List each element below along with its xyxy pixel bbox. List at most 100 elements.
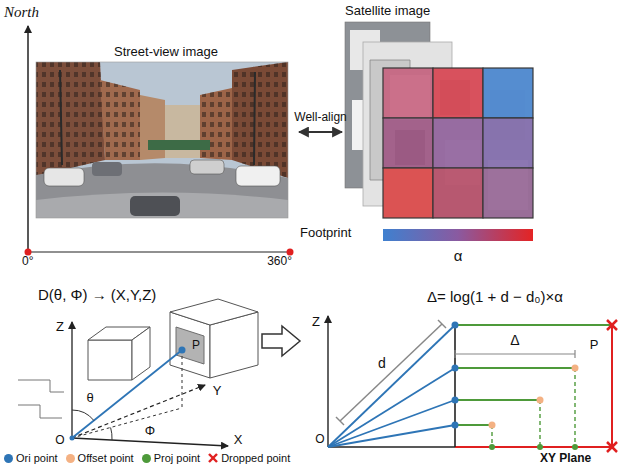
wall-line (454, 325, 456, 447)
axis-line (28, 251, 290, 252)
offset-label: Δ (510, 333, 519, 348)
footprint-label: Footprint (300, 226, 351, 240)
north-axis (25, 26, 294, 256)
fire-escape (60, 70, 62, 165)
offset-point (489, 422, 496, 429)
grid-cell (433, 68, 483, 118)
legend-entry: Ori point (4, 451, 58, 465)
offset-line (455, 399, 540, 401)
plane-label: XY Plane (540, 452, 591, 465)
ori-point (179, 347, 186, 354)
distance-label: d (378, 356, 386, 371)
cross-stroke (209, 454, 217, 462)
panel-heading: Street-view image (36, 44, 296, 60)
building (36, 62, 105, 176)
offset-point (572, 365, 579, 372)
angle-symbol: θ (86, 391, 93, 405)
grid-cell (483, 68, 533, 118)
axis-line (72, 385, 205, 438)
connector-label: Well-align (294, 110, 346, 124)
building (140, 95, 165, 160)
offset-bracket (574, 350, 575, 358)
satellite-stack (345, 22, 533, 241)
projection-line (574, 368, 575, 447)
legend-text: Ori point (16, 451, 58, 465)
angle-label: 360° (267, 255, 292, 268)
angle-label: 0° (22, 255, 33, 268)
building-windows (36, 62, 105, 176)
ori-point (452, 397, 459, 404)
alpha-label: α (454, 248, 463, 265)
cross-stroke (607, 320, 617, 330)
grid-cell (383, 68, 433, 118)
road (36, 163, 288, 218)
floor-outline (18, 380, 64, 392)
axis-label: Z (56, 320, 64, 334)
footprint-shape (370, 60, 440, 180)
proj-point (572, 444, 578, 450)
offset-plot (328, 316, 617, 452)
axis-line (71, 322, 72, 438)
axis-label: Z (312, 315, 320, 329)
offset-bracket (454, 350, 455, 358)
ground-projection (72, 408, 182, 438)
north-label: North (4, 4, 39, 21)
distance-bracket (438, 320, 446, 328)
legend-swatch (142, 454, 151, 463)
proj-point (489, 444, 495, 450)
car (44, 168, 84, 186)
ground-line (328, 446, 455, 448)
view-ray (72, 350, 182, 438)
view-ray (328, 425, 455, 447)
legend-entry: Offset point (66, 451, 134, 465)
color-bar (383, 229, 533, 241)
legend: Ori point Offset point Proj point Dropped p… (4, 451, 290, 465)
angle-symbol: Φ (145, 424, 155, 438)
building (232, 62, 288, 178)
dropped-line (455, 446, 612, 448)
floor-outline (18, 405, 62, 418)
ori-point (452, 322, 459, 329)
distance-bracket (340, 324, 442, 421)
legend-entry: Proj point (142, 451, 200, 465)
grid-cell (483, 118, 533, 168)
grid-cell (383, 118, 433, 168)
angle-arc (72, 410, 94, 421)
building (165, 105, 200, 158)
grid-cell (433, 168, 483, 218)
view-ray (328, 325, 455, 447)
cross-stroke (607, 320, 617, 330)
legend-text: Proj point (154, 451, 200, 465)
axis-label: Y (213, 384, 222, 398)
axis-line (327, 316, 328, 447)
grid-cell (483, 168, 533, 218)
cross-stroke (607, 442, 617, 452)
vertical-projection (182, 350, 183, 408)
grid-cell (383, 168, 433, 218)
car (190, 160, 224, 174)
alpha-grid (383, 68, 533, 218)
distance-bracket (336, 417, 344, 425)
legend-text: Dropped point (221, 451, 290, 465)
photo-border (36, 62, 288, 218)
proj-point (537, 444, 543, 450)
facade-face (176, 327, 204, 364)
building-box (170, 299, 258, 325)
origin-label: O (55, 434, 64, 447)
awning (148, 140, 210, 150)
ori-point (452, 365, 459, 372)
projection-illustration (18, 299, 258, 446)
flow-arrow (262, 326, 300, 356)
axis-line (72, 438, 228, 446)
building-windows (100, 80, 140, 160)
legend-swatch (4, 454, 13, 463)
origin-point (70, 436, 75, 441)
ori-point (452, 422, 459, 429)
sky (36, 62, 288, 218)
axis-line (27, 26, 29, 252)
dropped-point (607, 320, 617, 452)
cross-stroke (607, 442, 617, 452)
fire-escape (254, 72, 255, 165)
offset-bracket (455, 353, 575, 354)
